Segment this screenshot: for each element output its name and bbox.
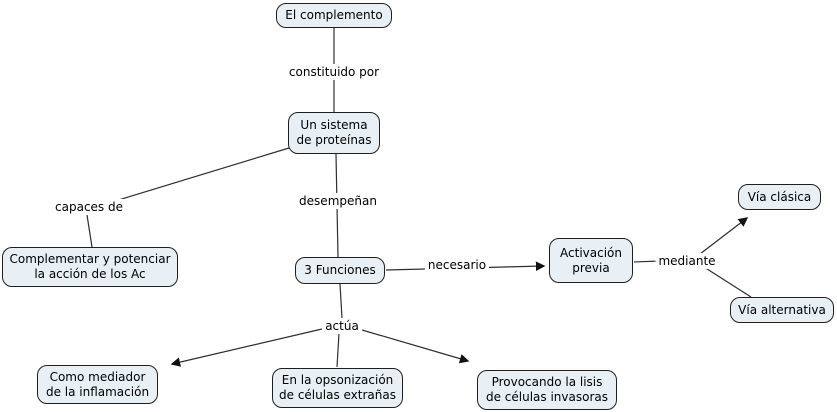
concept-node-un-sistema-de-proteinas[interactable]: Un sistema de proteínas (288, 112, 380, 154)
concept-node-el-complemento[interactable]: El complemento (276, 3, 392, 28)
concept-node-via-alternativa[interactable]: Vía alternativa (730, 297, 834, 323)
link-label-capaces-de[interactable]: capaces de (52, 199, 126, 215)
link-label-constituido-por[interactable]: constituido por (285, 64, 383, 80)
concept-node-3-funciones[interactable]: 3 Funciones (295, 257, 385, 284)
link-mediante-clasica (699, 217, 749, 255)
link-funciones-actua (339, 283, 343, 319)
link-label-actua[interactable]: actúa (322, 318, 362, 334)
link-label-necesario[interactable]: necesario (424, 257, 490, 273)
link-capaces-complementar (86, 214, 93, 248)
concept-node-activacion-previa[interactable]: Activación previa (549, 238, 633, 283)
link-actua-mediador (170, 328, 323, 367)
link-actua-opsonizacion (336, 332, 340, 368)
concept-node-provocando-lisis[interactable]: Provocando la lisis de células invasoras (477, 370, 617, 410)
link-mediante-alternativa (703, 266, 752, 298)
concept-node-como-mediador-inflamacion[interactable]: Como mediador de la inflamación (37, 365, 158, 404)
concept-node-via-clasica[interactable]: Vía clásica (738, 184, 821, 210)
link-label-desempenan[interactable]: desempeñan (296, 193, 380, 209)
concept-node-opsonizacion-celulas[interactable]: En la opsonización de células extrañas (272, 368, 403, 408)
link-sistema-capaces (111, 147, 290, 203)
concept-node-complementar-potenciar[interactable]: Complementar y potenciar la acción de lo… (2, 247, 178, 287)
link-actua-provocando (361, 329, 470, 364)
link-label-mediante[interactable]: mediante (655, 253, 719, 269)
